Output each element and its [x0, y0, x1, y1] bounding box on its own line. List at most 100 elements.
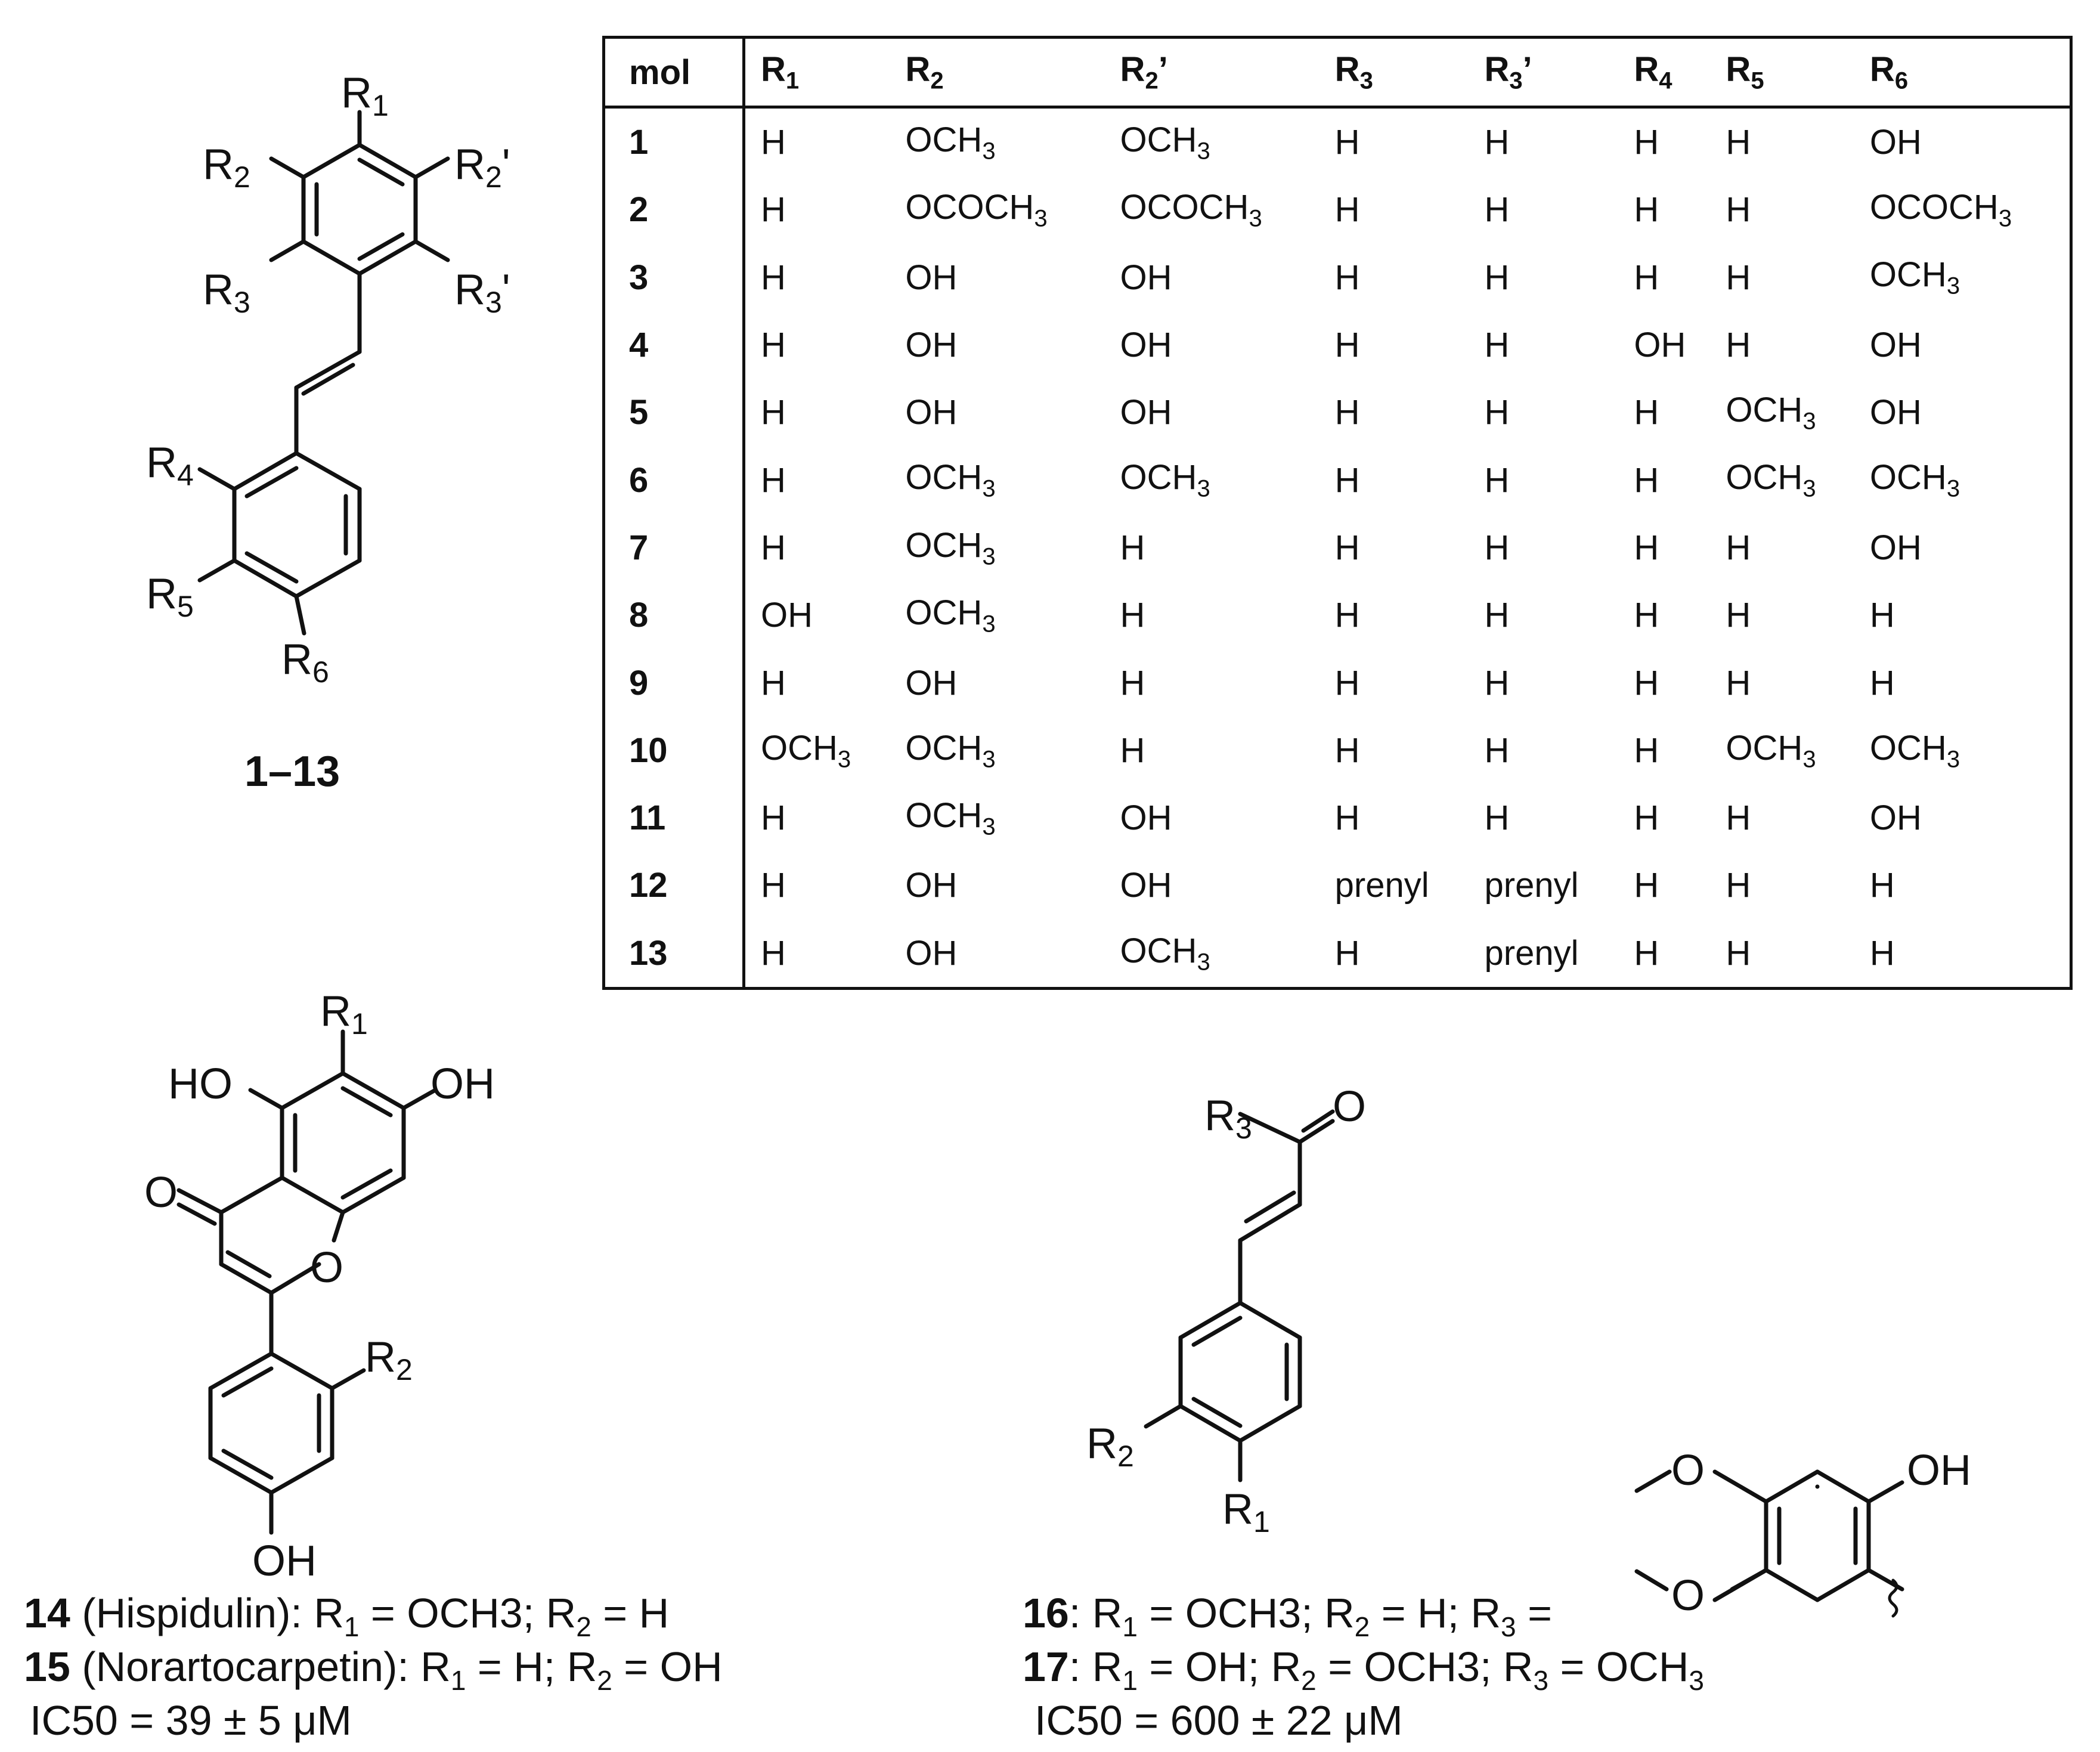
flavone-structure: R1 HO OH O O R2 OH — [144, 988, 495, 1585]
table-cell: OH — [1120, 798, 1172, 838]
table-cell: H — [1726, 663, 1751, 702]
bond — [1178, 1404, 1243, 1443]
table-cell: H — [761, 460, 786, 500]
bond — [294, 451, 362, 491]
stilbene-r3-label: R3 — [203, 266, 250, 319]
stilbene-r1-label: R1 — [341, 69, 389, 122]
table-cell: H — [1634, 123, 1659, 162]
stilbene-r2-label: R2 — [203, 141, 250, 194]
enone-caption-line2: 17: R1 = OH; R2 = OCH3; R3 = OCH3 — [1023, 1643, 1704, 1696]
table-cell: H — [1634, 866, 1659, 905]
bond — [269, 156, 306, 179]
enone-structure: R3 O R2 R1 O O OH — [1086, 1083, 1971, 1620]
bond — [269, 239, 306, 262]
table-cell: H — [1120, 730, 1145, 770]
bond — [1301, 1109, 1335, 1133]
table-cell: H — [1726, 123, 1751, 162]
table-cell: OH — [905, 326, 958, 365]
table-cell: H — [1484, 460, 1510, 500]
table-cell: H — [1726, 798, 1751, 838]
table-cell: OH — [1120, 393, 1172, 432]
table-cell: OH — [1120, 866, 1172, 905]
flavone-r1-label: R1 — [320, 988, 368, 1041]
mol-number-cell: 5 — [603, 379, 745, 447]
bond — [197, 467, 237, 491]
enone-r3-label: R3 — [1204, 1092, 1252, 1145]
bond — [208, 1351, 274, 1391]
table-cell: H — [1634, 460, 1659, 500]
table-cell: H — [1120, 528, 1145, 567]
bond — [357, 232, 405, 261]
bond — [269, 1262, 321, 1295]
bond — [221, 1448, 274, 1480]
table-cell: H — [1120, 596, 1145, 635]
table-cell: OH — [1869, 798, 1922, 838]
table-cell: H — [1334, 933, 1360, 973]
table-cell: H — [1334, 663, 1360, 702]
bond — [340, 1071, 406, 1110]
table-cell: H — [1334, 258, 1360, 297]
table-cell: OCH3 — [1120, 120, 1210, 165]
table-cell: H — [1334, 190, 1360, 230]
table-cell: H — [761, 866, 786, 905]
mol-number-cell: 8 — [603, 581, 745, 649]
mol-number-cell: 3 — [603, 243, 745, 311]
table-cell: H — [761, 190, 786, 230]
bond — [301, 239, 362, 276]
table-cell: OCH3 — [1869, 728, 1960, 773]
header-r4: R4 — [1618, 37, 1711, 109]
table-cell: OH — [905, 393, 958, 432]
bond — [413, 156, 450, 179]
bond — [244, 551, 299, 584]
bond — [340, 1168, 393, 1200]
bond — [1634, 1569, 1669, 1592]
header-r2-prime: R2’ — [1104, 37, 1320, 109]
mol-number-cell: 4 — [603, 311, 745, 379]
bond — [294, 594, 306, 636]
table-cell: H — [1634, 730, 1659, 770]
stilbene-r5-label: R5 — [146, 570, 194, 623]
table-cell: H — [761, 258, 786, 297]
table-cell: OCH3 — [1726, 458, 1816, 502]
table-cell: OCH3 — [1726, 391, 1816, 435]
bond — [208, 1456, 274, 1495]
table-cell: OH — [1869, 528, 1922, 567]
table-cell: H — [1334, 460, 1360, 500]
bond — [1712, 1469, 1768, 1504]
enone-r2-label: R2 — [1086, 1420, 1134, 1473]
bond — [248, 1088, 284, 1110]
table-cell: H — [1484, 123, 1510, 162]
table-cell: OCOCH3 — [1120, 188, 1262, 232]
bond — [1191, 1315, 1243, 1347]
bond — [176, 1202, 217, 1226]
bond — [294, 349, 362, 390]
bond — [301, 143, 362, 179]
flavone-ring-o-label: O — [310, 1244, 343, 1292]
table-cell: H — [1726, 528, 1751, 567]
bond — [232, 558, 299, 599]
bond — [357, 157, 405, 187]
bond — [357, 143, 418, 179]
table-cell: OCH3 — [905, 525, 996, 570]
flavone-ho-label: HO — [168, 1060, 233, 1108]
table-cell: H — [1869, 866, 1895, 905]
table-cell: OH — [1120, 326, 1172, 365]
bond — [280, 1071, 345, 1110]
bond — [401, 1088, 438, 1110]
bond — [232, 451, 299, 491]
table-cell: prenyl — [1484, 933, 1579, 973]
bond — [1244, 1190, 1296, 1224]
table-cell: OH — [905, 663, 958, 702]
table-cell: H — [1334, 798, 1360, 838]
bond — [1730, 1568, 1768, 1592]
flavone-oh-top-label: OH — [430, 1060, 495, 1108]
table-cell: OCH3 — [905, 593, 996, 637]
bond — [219, 1175, 284, 1215]
